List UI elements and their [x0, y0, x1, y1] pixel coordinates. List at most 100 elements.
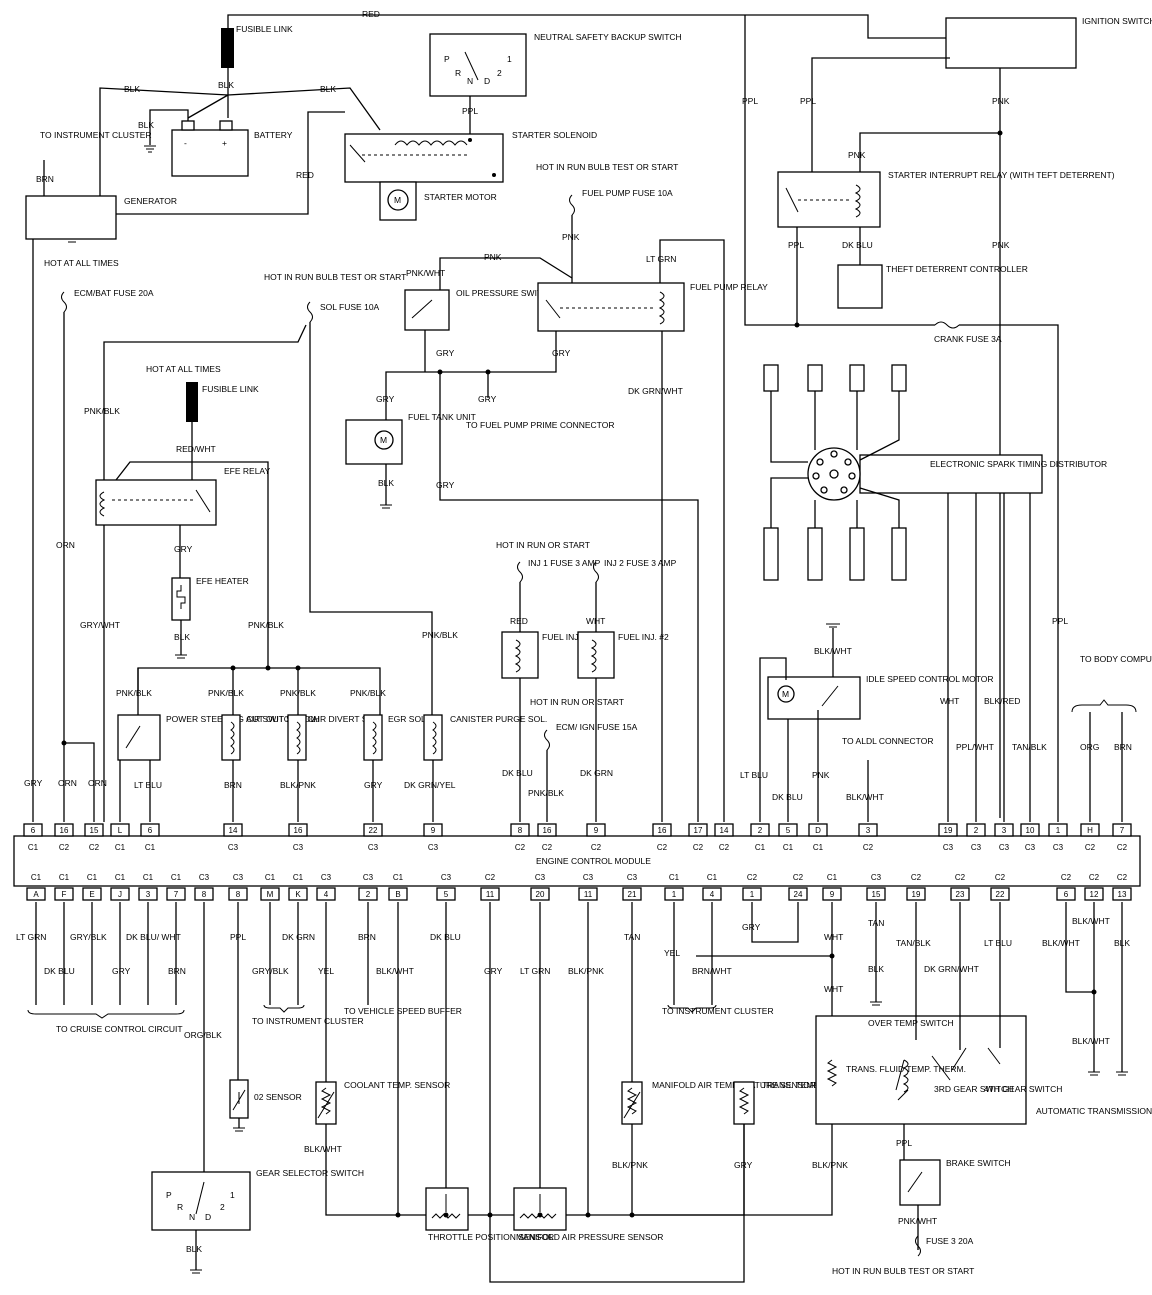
ecm-bottom-connector-label: C2	[955, 873, 966, 882]
wire-label: LT BLU	[134, 780, 162, 790]
ecm-top-pin-box	[1080, 823, 1100, 837]
ecm-top-pin-label: 22	[369, 826, 378, 835]
ecm-bottom-pin-label: 22	[996, 890, 1005, 899]
ecm-bottom-pin-box	[664, 887, 684, 901]
ecm-bottom-pin-box	[110, 887, 130, 901]
wire-label: DK BLU	[502, 768, 533, 778]
distributor: ELECTRONIC SPARK TIMING DISTRIBUTOR	[763, 364, 1107, 822]
fusible-link-label: FUSIBLE LINK	[236, 24, 293, 34]
gear4-label: 4TH GEAR SWITCH	[984, 1084, 1062, 1094]
ecm-top-pin-label: 6	[31, 826, 36, 835]
neutral-switch-label: NEUTRAL SAFETY BACKUP SWITCH	[534, 32, 682, 42]
ecm-top-connector-label: C1	[115, 843, 126, 852]
instrument-cluster-label: TO INSTRUMENT CLUSTER	[40, 130, 152, 140]
wire-label: PNK	[992, 96, 1010, 106]
ecm-bottom-pin-label: 4	[324, 890, 329, 899]
solenoid-bank: PNK/BLK PNK/BLK PNK/BLK PNK/BLK POWER ST…	[116, 665, 547, 822]
wire-label: GRY	[478, 394, 497, 404]
ecm-top-pin-box	[110, 823, 130, 837]
ecm-top-pins: 6C116C215C2LC16C114C316C322C39C38C216C29…	[23, 823, 1132, 852]
wire-label: BLK/WHT	[1042, 938, 1080, 948]
ecm-top-pin-box	[510, 823, 530, 837]
wire-label: GRY/BLK	[70, 932, 107, 942]
ecm-bottom-connector-label: C2	[485, 873, 496, 882]
wire-label: BLK	[218, 80, 234, 90]
ecm-bottom-pin-box	[822, 887, 842, 901]
ecm-bottom-pin-label: 21	[628, 890, 637, 899]
ecm-bottom-pin-box	[702, 887, 722, 901]
ecm-top-pin-label: H	[1087, 826, 1093, 835]
ecm-top-pin-box	[1112, 823, 1132, 837]
wire-label: WHT	[824, 932, 843, 942]
ecm-top-pin-box	[537, 823, 557, 837]
wire-label: DK GRN	[282, 932, 315, 942]
ecm-bottom-connector-label: C1	[265, 873, 276, 882]
vss-wiring: BRN TO VEHICLE SPEED BUFFER BLK/WHT	[344, 902, 462, 1218]
ecm-bottom-connector-label: C1	[143, 873, 154, 882]
ecm-top-pin-box	[54, 823, 74, 837]
ecm-bottom-pin-label: 5	[444, 890, 449, 899]
ecm-top-pin-label: 10	[1026, 826, 1035, 835]
ecm-bottom-pin-label: 24	[794, 890, 803, 899]
ecm-bottom-pin-label: 9	[830, 890, 835, 899]
map-label: MANIFOLD AIR PRESSURE SENSOR	[516, 1232, 663, 1242]
svg-text:R: R	[177, 1202, 183, 1212]
ecm-top-connector-label: C2	[863, 843, 874, 852]
wire-label: LT GRN	[646, 254, 676, 264]
svg-text:R: R	[455, 68, 461, 78]
instrument-cluster-wiring-1: GRY/BLK DK GRN TO INSTRUMENT CLUSTER	[252, 902, 364, 1026]
ecm-top-pin-label: 3	[866, 826, 871, 835]
aldl-label: TO ALDL CONNECTOR	[842, 736, 933, 746]
wire-label: GRY	[364, 780, 383, 790]
ecm-bottom-pin-box	[194, 887, 214, 901]
ecm-bottom-pin-box	[578, 887, 598, 901]
battery-minus: -	[184, 138, 187, 148]
ecm-bottom-pin-box	[436, 887, 456, 901]
ecm-top-pin-label: 8	[518, 826, 523, 835]
ecm-bottom-connector-label: C3	[871, 873, 882, 882]
ecm-bottom-pin-box	[742, 887, 762, 901]
ecm-top-connector-label: C2	[1117, 843, 1128, 852]
ecm-bottom-connector-label: C1	[393, 873, 404, 882]
ecm-bottom-pin-label: 1	[750, 890, 755, 899]
starter-interrupt-relay: STARTER INTERRUPT RELAY (WITH TEFT DETER…	[777, 170, 1115, 328]
tps-map-sensors: DK BLU GRY LT GRN BLK/PNK THROTTLE POSIT…	[425, 902, 745, 1283]
svg-text:1: 1	[507, 54, 512, 64]
wire-label: ORG/BLK	[184, 1030, 222, 1040]
ecm-top-connector-label: C2	[719, 843, 730, 852]
mat-sensor: TAN MANIFOLD AIR TEMPERATURE SENSOR BLK/…	[612, 902, 816, 1215]
ecm-top-pin-label: 16	[658, 826, 667, 835]
starter-motor-label: STARTER MOTOR	[424, 192, 497, 202]
ecm-top-connector-label: C2	[1085, 843, 1096, 852]
ecm-top-pin-label: 19	[944, 826, 953, 835]
generator: TO INSTRUMENT CLUSTER BRN GENERATOR RED	[25, 111, 345, 822]
ecm-bottom-pin-label: 23	[956, 890, 965, 899]
battery-label: BATTERY	[254, 130, 293, 140]
ecm-bottom-pin-box	[990, 887, 1010, 901]
ecm-top-pin-label: 1	[1056, 826, 1061, 835]
hot-run-label-3: HOT IN RUN BULB TEST OR START	[832, 1266, 974, 1276]
sol-fuse: HOT IN RUN BULB TEST OR START SOL FUSE 1…	[84, 272, 458, 822]
coolant-label: COOLANT TEMP. SENSOR	[344, 1080, 450, 1090]
ecm-bottom-pin-label: 2	[366, 890, 371, 899]
ecm-top-pin-label: 16	[543, 826, 552, 835]
wire-label: GRY	[376, 394, 395, 404]
ecm-bottom-pin-box	[1112, 887, 1132, 901]
wire-label: BLK	[1114, 938, 1130, 948]
ecm-top-connector-label: C3	[971, 843, 982, 852]
ecm-top-connector-label: C2	[591, 843, 602, 852]
wire-label: BLK/PNK	[612, 1160, 648, 1170]
wire-label: LT BLU	[740, 770, 768, 780]
ecm-bottom-pin-label: 7	[174, 890, 179, 899]
fuel-inj2-label: FUEL INJ. #2	[618, 632, 669, 642]
ecm-bottom-pin-box	[1084, 887, 1104, 901]
ecm-top-connector-label: C1	[783, 843, 794, 852]
o2-and-gear-selector: ORG/BLK PPL 02 SENSOR GEAR SELECTOR SWIT…	[151, 902, 364, 1274]
over-temp-label: OVER TEMP SWITCH	[868, 1018, 954, 1028]
ecm-top-pin-box	[714, 823, 734, 837]
ecm-bottom-pin-box	[26, 887, 46, 901]
air-divert-label: AIR DIVERT SOL.	[312, 714, 381, 724]
ecm-top-pin-box	[423, 823, 443, 837]
ecm-bottom-connector-label: C2	[793, 873, 804, 882]
